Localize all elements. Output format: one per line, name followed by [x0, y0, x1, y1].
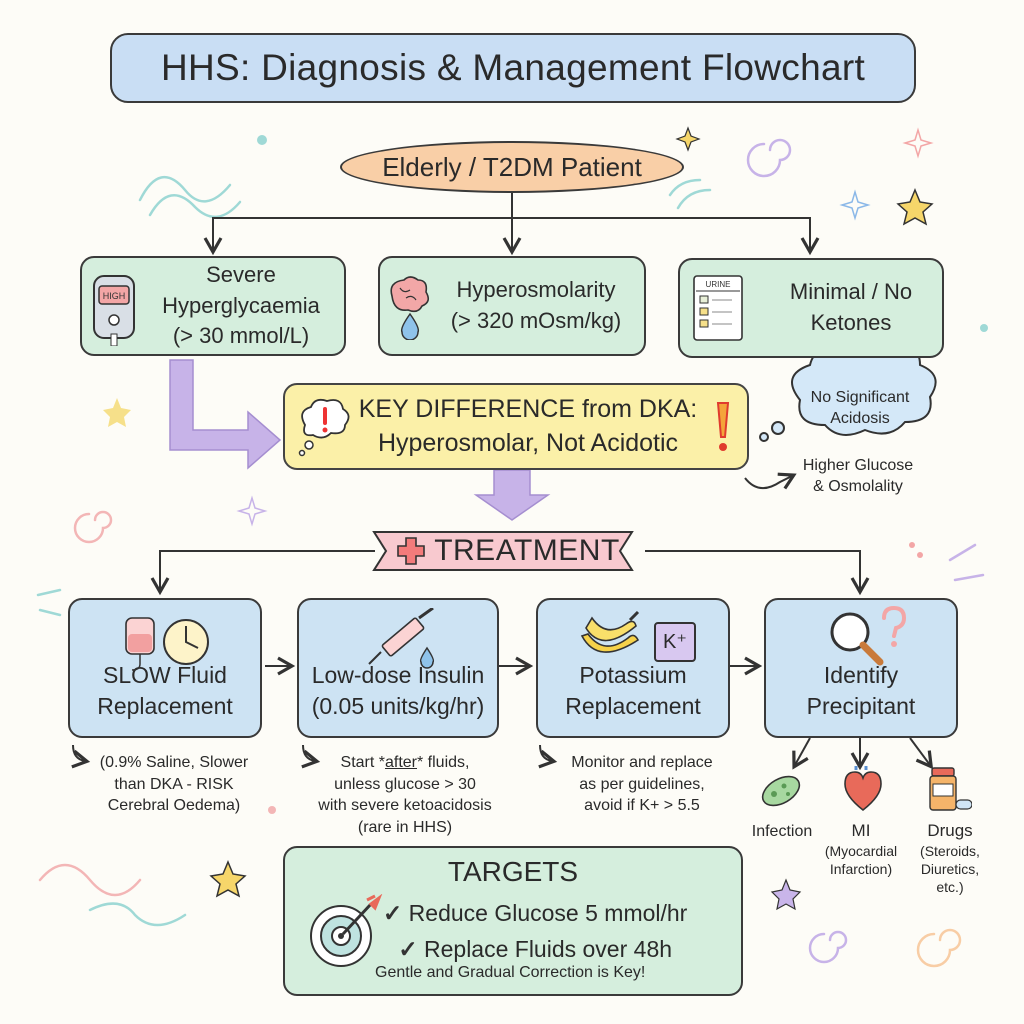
treatment-title-line: Precipitant	[806, 692, 916, 719]
fluid-note: (0.9% Saline, Slower than DKA - RISK Cer…	[84, 752, 264, 817]
treatment-fluid: SLOW Fluid Replacement	[68, 598, 262, 738]
precipitant-line: Infection	[751, 823, 813, 840]
precipitant-line: Diuretics,	[920, 861, 980, 878]
criterion-line: Minimal / No	[789, 279, 913, 305]
targets-footer: Gentle and Gradual Correction is Key!	[375, 964, 646, 981]
criterion-line: Hyperosmolarity	[456, 277, 616, 303]
criterion-line: Ketones	[810, 310, 892, 335]
medical-cross-icon	[397, 537, 425, 565]
treatment-branch-arrows	[71, 472, 934, 984]
decorative-doodles	[36, 138, 985, 968]
precipitant-line: Infarction)	[829, 861, 893, 878]
target-item: ✓ Replace Fluids over 48h	[383, 932, 687, 968]
note-line: Cerebral Oedema)	[107, 797, 241, 815]
treatment-title-line: Potassium	[579, 661, 687, 688]
precipitant-line: (Myocardial	[824, 843, 898, 860]
note-line: (0.9% Saline, Slower	[99, 754, 249, 771]
side-cloud-line: No Significant	[810, 389, 910, 406]
treatment-title-line: Replacement	[97, 692, 233, 719]
treatment-title-line: (0.05 units/kg/hr)	[311, 692, 485, 719]
target-text: Reduce Glucose 5 mmol/hr	[408, 900, 688, 926]
brain-water-drop-icon	[390, 276, 430, 340]
treatment-insulin: Low-dose Insulin (0.05 units/kg/hr)	[297, 598, 499, 738]
treatment-label: TREATMENT	[434, 534, 620, 567]
side-note-line: & Osmolality	[813, 477, 903, 495]
insulin-note: Start *after* fluids, unless glucose > 3…	[300, 752, 510, 838]
target-text: Replace Fluids over 48h	[424, 935, 673, 962]
key-difference-line1: KEY DIFFERENCE from DKA:	[358, 394, 698, 423]
precipitant-line: MI	[851, 821, 871, 840]
note-line: unless glucose > 30	[334, 775, 476, 793]
note-line: than DKA - RISK	[114, 775, 234, 793]
potassium-note: Monitor and replace as per guidelines, a…	[552, 752, 732, 817]
criterion-line: Severe	[206, 261, 276, 287]
precipitant-line: Drugs	[927, 821, 973, 840]
note-line: as per guidelines,	[579, 775, 705, 793]
treatment-banner: TREATMENT	[372, 528, 634, 574]
check-icon: ✓	[398, 935, 418, 962]
patient-label: Elderly / T2DM Patient	[382, 151, 642, 182]
check-icon: ✓	[383, 900, 403, 926]
side-thought-cloud	[759, 338, 937, 442]
note-line: avoid if K+ > 5.5	[584, 797, 700, 815]
patient-ellipse: Elderly / T2DM Patient	[340, 141, 684, 193]
urine-test-strip-icon: URINE	[693, 275, 743, 341]
targets-title: TARGETS	[447, 856, 579, 887]
note-line: (rare in HHS)	[357, 818, 453, 836]
bacteria-icon	[761, 775, 801, 807]
exclamation-cloud-icon	[298, 398, 350, 457]
iv-bag-clock-icon	[125, 617, 209, 671]
page-title: HHS: Diagnosis & Management Flowchart	[110, 33, 916, 103]
target-item: ✓ Reduce Glucose 5 mmol/hr	[383, 896, 687, 932]
heart-icon	[844, 766, 882, 812]
targets-box: TARGETS ✓ Reduce Glucose 5 mmol/hr ✓ Rep…	[283, 846, 743, 996]
treatment-title-line: SLOW Fluid	[103, 661, 227, 688]
precipitant-line: etc.)	[936, 879, 964, 896]
banana-icon	[580, 610, 640, 653]
precipitant-infection: Infection	[742, 822, 822, 843]
treatment-title-line: Replacement	[565, 692, 701, 719]
note-line: with severe ketoacidosis	[318, 797, 492, 815]
magnifier-question-icon	[830, 606, 907, 666]
criterion-hyperglycaemia: Severe Hyperglycaemia (> 30 mmol/L) HIGH	[80, 256, 346, 356]
purple-down-arrow	[473, 469, 551, 521]
urine-label: URINE	[706, 280, 731, 289]
treatment-title-line: Low-dose Insulin	[311, 661, 485, 688]
targets-list: ✓ Reduce Glucose 5 mmol/hr ✓ Replace Flu…	[383, 896, 687, 967]
note-text: * fluids,	[417, 754, 470, 771]
glucose-meter-icon: HIGH	[93, 275, 135, 346]
patient-branch-arrows	[203, 193, 820, 256]
syringe-icon	[368, 608, 435, 669]
treatment-potassium: K⁺ Potassium Replacement	[536, 598, 730, 738]
note-emphasis: after	[384, 754, 417, 771]
precipitant-drugs: Drugs (Steroids, Diuretics, etc.)	[910, 820, 990, 897]
treatment-precipitant: Identify Precipitant	[764, 598, 958, 738]
key-difference-box: KEY DIFFERENCE from DKA: Hyperosmolar, N…	[283, 383, 749, 470]
side-note-line: Higher Glucose	[802, 457, 914, 474]
note-text: Start *	[340, 754, 385, 771]
side-note: Higher Glucose & Osmolality	[788, 456, 928, 498]
key-difference-line2: Hyperosmolar, Not Acidotic	[377, 428, 679, 457]
star-doodles	[103, 126, 988, 911]
precipitant-line: (Steroids,	[920, 843, 980, 860]
criterion-line: (> 320 mOsm/kg)	[450, 308, 622, 333]
treatment-title-line: Identify	[823, 661, 899, 688]
potassium-symbol: K⁺	[663, 630, 687, 653]
purple-bend-arrow	[169, 359, 282, 470]
target-dart-icon	[310, 894, 383, 967]
potassium-badge: K⁺	[654, 622, 696, 662]
exclamation-icon	[716, 402, 730, 451]
side-cloud-text: No Significant Acidosis	[798, 388, 922, 430]
criterion-line: (> 30 mmol/L)	[172, 323, 310, 349]
criterion-ketones: Minimal / No Ketones URINE	[678, 258, 944, 358]
meter-screen-text: HIGH	[103, 291, 126, 301]
side-cloud-line: Acidosis	[830, 409, 890, 427]
criterion-hyperosmolarity: Hyperosmolarity (> 320 mOsm/kg)	[378, 256, 646, 356]
note-line: Monitor and replace	[571, 754, 713, 771]
page-title-text: HHS: Diagnosis & Management Flowchart	[160, 47, 866, 88]
pill-bottle-icon	[929, 767, 972, 811]
criterion-line: Hyperglycaemia	[162, 292, 320, 318]
precipitant-mi: MI (Myocardial Infarction)	[818, 820, 904, 878]
